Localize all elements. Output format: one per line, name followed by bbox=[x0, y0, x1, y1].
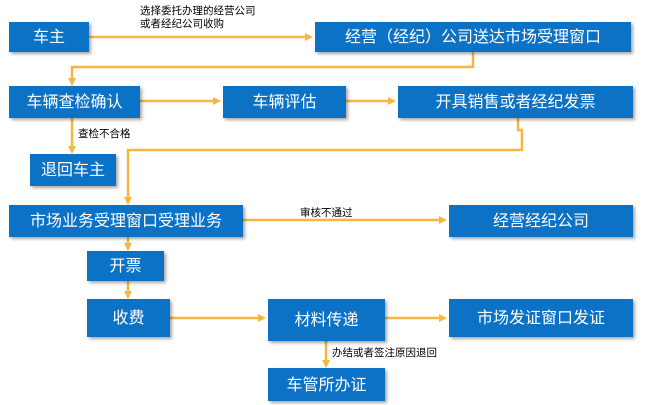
node-fee: 收费 bbox=[87, 299, 170, 337]
node-owner: 车主 bbox=[9, 22, 89, 52]
label-delegate-line2: 或者经纪公司收购 bbox=[140, 18, 224, 30]
node-vehicle-assess-label: 车辆评估 bbox=[252, 92, 317, 111]
node-vehicle-assess: 车辆评估 bbox=[223, 86, 346, 118]
label-review-fail: 审核不通过 bbox=[300, 207, 353, 219]
label-delegate-line1: 选择委托办理的经营公司 bbox=[140, 5, 256, 17]
label-delegate: 选择委托办理的经营公司 或者经纪公司收购 bbox=[140, 5, 256, 31]
node-market-cert-label: 市场发证窗口发证 bbox=[476, 308, 605, 327]
node-vehicle-check-label: 车辆查检确认 bbox=[26, 92, 123, 111]
node-material-transfer-label: 材料传递 bbox=[294, 310, 359, 329]
node-return-owner: 退回车主 bbox=[30, 154, 116, 186]
node-owner-label: 车主 bbox=[32, 27, 65, 46]
arrow-invoice-to-market bbox=[124, 118, 524, 205]
node-issue-invoice-label: 开具销售或者经纪发票 bbox=[435, 92, 596, 111]
node-return-owner-label: 退回车主 bbox=[40, 160, 105, 179]
node-material-transfer: 材料传递 bbox=[268, 299, 385, 341]
node-invoice-label: 开票 bbox=[109, 256, 142, 275]
arrow-company-to-check bbox=[68, 52, 475, 86]
node-company-window-label: 经营（经纪）公司送达市场受理窗口 bbox=[344, 27, 601, 46]
node-market-accept: 市场业务受理窗口受理业务 bbox=[9, 205, 243, 237]
node-fee-label: 收费 bbox=[112, 308, 145, 327]
label-finish-return: 办结或者签注原因退回 bbox=[332, 347, 437, 359]
node-vehicle-check: 车辆查检确认 bbox=[9, 86, 140, 118]
node-market-accept-label: 市场业务受理窗口受理业务 bbox=[29, 211, 222, 230]
node-company-window: 经营（经纪）公司送达市场受理窗口 bbox=[315, 22, 631, 52]
label-check-fail: 查检不合格 bbox=[78, 128, 131, 140]
node-market-cert: 市场发证窗口发证 bbox=[449, 299, 633, 337]
node-issue-invoice: 开具销售或者经纪发票 bbox=[398, 86, 633, 118]
node-broker-company-label: 经营经纪公司 bbox=[492, 211, 589, 230]
node-invoice: 开票 bbox=[87, 251, 164, 281]
node-vms-office: 车管所办证 bbox=[268, 368, 385, 401]
node-vms-office-label: 车管所办证 bbox=[286, 374, 367, 394]
node-broker-company: 经营经纪公司 bbox=[449, 205, 633, 237]
